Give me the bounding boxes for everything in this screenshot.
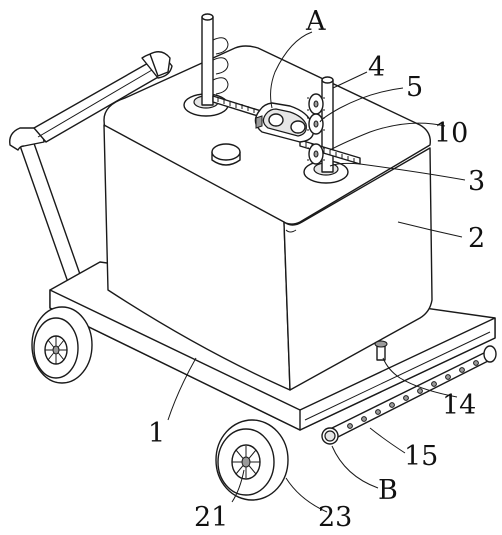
leader-lines [167,31,466,513]
label-3: 3 [468,166,485,197]
filler-cap [211,143,241,166]
label-10: 10 [434,118,468,149]
label-14: 14 [442,390,476,421]
label-15: 15 [404,441,438,472]
label-4: 4 [368,52,385,83]
gear-stack [307,93,325,165]
label-23: 23 [318,502,352,533]
right-pole [303,76,349,184]
tank-box [103,45,433,391]
belt-mechanism [254,102,315,143]
label-1: 1 [148,418,165,449]
valve-nozzle [374,340,388,361]
spray-holes [347,360,479,429]
left-wheel [31,306,93,384]
label-5: 5 [406,72,423,103]
spray-pipe [321,345,497,445]
label-A: A [305,6,326,37]
callout-labels: A 4 5 10 3 2 14 1 15 B 21 23 [148,6,485,533]
label-21: 21 [194,502,228,533]
push-handle [9,51,173,289]
label-B: B [378,475,398,506]
front-wheel [215,419,289,501]
label-2: 2 [468,223,485,254]
left-pole [183,13,229,117]
